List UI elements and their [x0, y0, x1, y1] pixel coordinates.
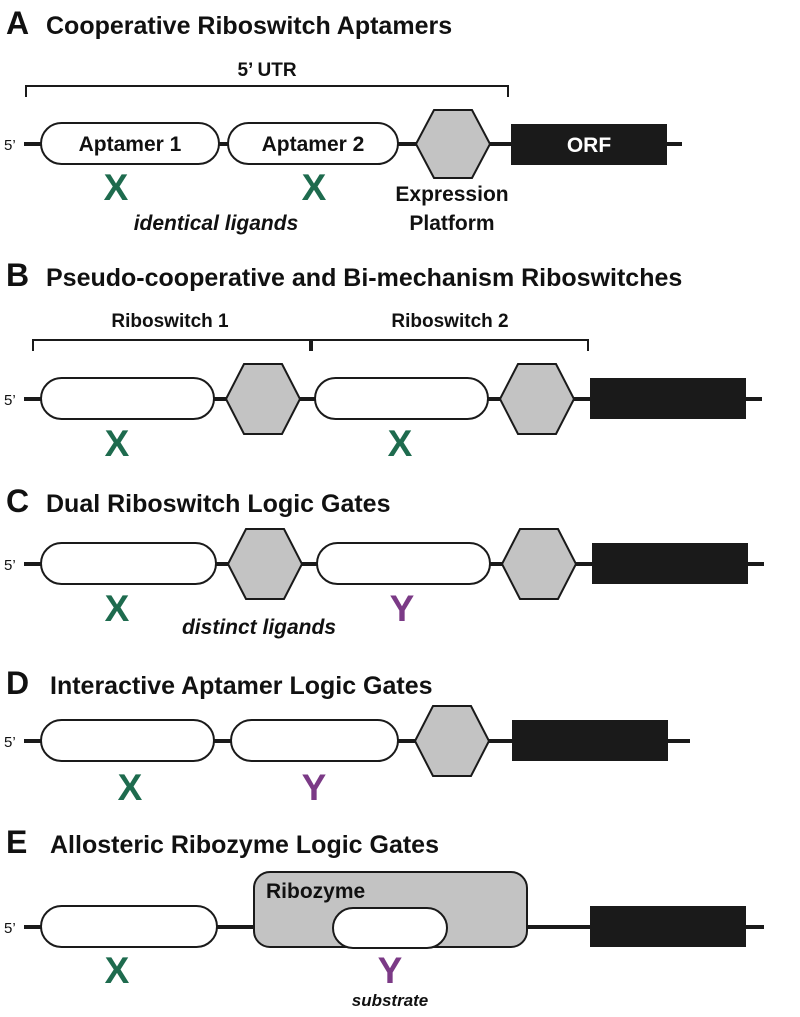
panel-e: E Allosteric Ribozyme Logic Gates 5’ Rib…: [4, 824, 764, 1010]
panel-c: C Dual Riboswitch Logic Gates 5’ X Y dis…: [4, 483, 764, 639]
utr-label: 5’ UTR: [237, 60, 296, 81]
orf-label: ORF: [567, 134, 612, 157]
aptamer-2: [227, 122, 399, 165]
ligand-x: X: [302, 167, 327, 208]
aptamer: [40, 377, 215, 420]
riboswitch-1-label: Riboswitch 1: [111, 311, 229, 332]
ligand-x: X: [105, 950, 130, 991]
expression-platform-hexagon: [226, 528, 304, 600]
aptamer-2-label: Aptamer 2: [262, 133, 365, 156]
substrate-aptamer: [332, 907, 448, 949]
distinct-ligands-note: distinct ligands: [182, 616, 336, 639]
expression-platform-hexagon: [500, 528, 578, 600]
panel-d-letter: D: [6, 665, 29, 701]
five-prime-label: 5’: [4, 392, 16, 409]
panel-b-letter: B: [6, 257, 29, 293]
riboswitch-1-bracket: [32, 339, 311, 351]
five-prime-label: 5’: [4, 137, 16, 154]
riboswitch-2-label: Riboswitch 2: [391, 311, 508, 332]
expression-platform-hexagon: [498, 363, 576, 435]
panel-c-title: Dual Riboswitch Logic Gates: [46, 490, 391, 518]
five-prime-label: 5’: [4, 557, 16, 574]
ligand-x: X: [105, 423, 130, 464]
orf-box: [511, 124, 667, 165]
ligand-y: Y: [302, 767, 327, 808]
ribozyme-label: Ribozyme: [266, 880, 365, 903]
expression-platform-label-1: Expression: [395, 183, 508, 206]
five-prime-label: 5’: [4, 734, 16, 751]
ligand-y: Y: [390, 588, 415, 629]
ligand-y: Y: [378, 950, 403, 991]
panel-d: D Interactive Aptamer Logic Gates 5’ X Y: [4, 665, 690, 808]
utr-bracket: [25, 85, 509, 97]
panel-d-title: Interactive Aptamer Logic Gates: [50, 672, 433, 700]
aptamer: [40, 719, 215, 762]
aptamer-1-label: Aptamer 1: [79, 133, 182, 156]
expression-platform-hexagon: [224, 363, 302, 435]
aptamer: [40, 905, 218, 948]
expression-platform-hexagon: [414, 109, 492, 179]
panel-c-letter: C: [6, 483, 29, 519]
aptamer: [40, 542, 217, 585]
orf-box: [590, 906, 746, 947]
identical-ligands-note: identical ligands: [134, 212, 299, 235]
ligand-x: X: [104, 167, 129, 208]
aptamer: [314, 377, 489, 420]
expression-platform-label-2: Platform: [409, 212, 494, 235]
panel-e-title: Allosteric Ribozyme Logic Gates: [50, 831, 439, 859]
riboswitch-2-bracket: [311, 339, 589, 351]
ligand-x: X: [118, 767, 143, 808]
panel-b-title: Pseudo-cooperative and Bi-mechanism Ribo…: [46, 264, 682, 292]
panel-a-letter: A: [6, 5, 29, 41]
substrate-note: substrate: [352, 991, 429, 1010]
panel-b: B Pseudo-cooperative and Bi-mechanism Ri…: [4, 257, 762, 464]
expression-platform-hexagon: [413, 705, 491, 777]
aptamer-1: [40, 122, 220, 165]
orf-box: [590, 378, 746, 419]
ligand-x: X: [105, 588, 130, 629]
five-prime-label: 5’: [4, 920, 16, 937]
ligand-x: X: [388, 423, 413, 464]
orf-box: [512, 720, 668, 761]
panel-a-title: Cooperative Riboswitch Aptamers: [46, 12, 452, 40]
aptamer: [316, 542, 491, 585]
orf-box: [592, 543, 748, 584]
aptamer: [230, 719, 399, 762]
panel-e-letter: E: [6, 824, 27, 860]
panel-a: A Cooperative Riboswitch Aptamers 5’ UTR…: [4, 5, 682, 235]
